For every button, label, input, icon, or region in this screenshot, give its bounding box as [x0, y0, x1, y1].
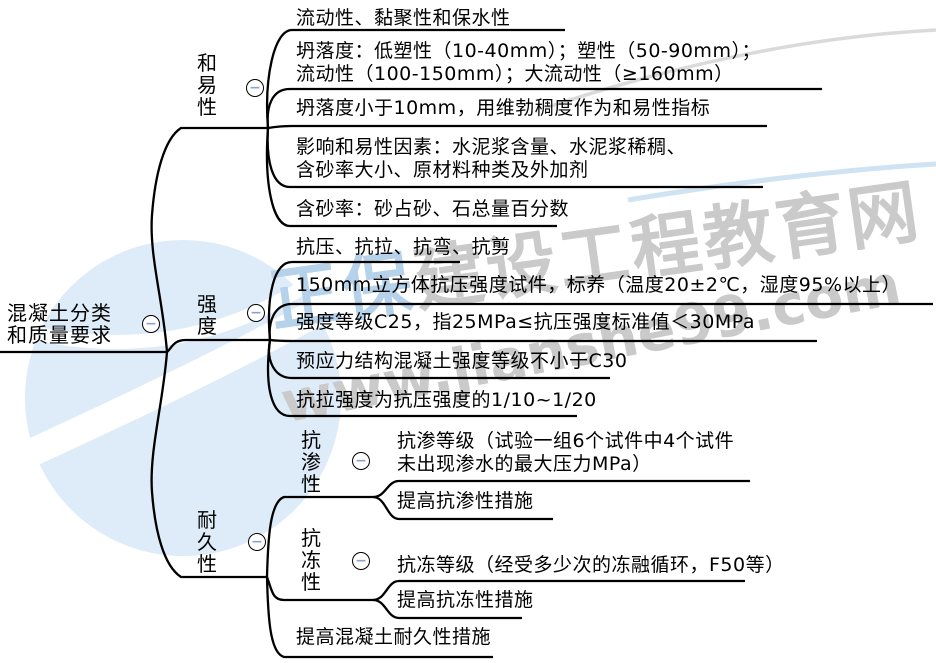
edge-strength-item3 [269, 338, 817, 343]
collapse-toggle-durability[interactable]: − [248, 533, 266, 551]
edge-root-durability [150, 351, 267, 579]
leaf-strength-3[interactable]: 强度等级C25，指25MPa≤抗压强度标准值＜30MPa [296, 311, 755, 333]
collapse-toggle-root[interactable]: − [142, 315, 160, 333]
edge-workability-item5 [265, 127, 557, 228]
edge-workability-item3 [267, 124, 767, 130]
leaf-workability-5[interactable]: 含砂率：砂占砂、石总量百分数 [296, 198, 570, 220]
collapse-toggle-workability[interactable]: − [246, 79, 264, 97]
leaf-frost-2[interactable]: 提高抗冻性措施 [397, 589, 534, 611]
branch-workability[interactable]: 和易性 [197, 51, 217, 119]
edge-root-workability [150, 126, 268, 353]
leaf-strength-4[interactable]: 预应力结构混凝土强度等级不小于C30 [296, 350, 628, 372]
edge-workability-item1 [266, 28, 565, 129]
collapse-toggle-frost[interactable]: − [352, 552, 370, 570]
root-node[interactable]: 混凝土分类 和质量要求 [7, 301, 112, 347]
leaf-workability-3[interactable]: 坍落度小于10mm，用维勃稠度作为和易性指标 [296, 97, 711, 119]
collapse-toggle-impermeability[interactable]: − [352, 452, 370, 470]
watermark-logo-swoosh-icon [14, 285, 349, 471]
leaf-strength-5[interactable]: 抗拉强度为抗压强度的1/10~1/20 [296, 389, 597, 411]
branch-strength[interactable]: 强度 [197, 292, 217, 338]
leaf-strength-1[interactable]: 抗压、抗拉、抗弯、抗剪 [296, 236, 511, 258]
minus-icon: − [355, 452, 367, 469]
watermark-logo-swoosh2-icon [26, 266, 331, 349]
watermark-swoosh-blue-icon [627, 161, 936, 203]
subbranch-frost[interactable]: 抗冻性 [301, 526, 321, 594]
leaf-impermeability-2[interactable]: 提高抗渗性措施 [397, 490, 534, 512]
leaf-workability-1[interactable]: 流动性、黏聚性和保水性 [296, 7, 511, 29]
minus-icon: − [249, 79, 261, 96]
minus-icon: − [145, 315, 157, 332]
leaf-durability-measures[interactable]: 提高混凝土耐久性措施 [296, 626, 492, 648]
leaf-workability-4[interactable]: 影响和易性因素：水泥浆含量、水泥浆稀稠、 含砂率大小、原材料种类及外加剂 [296, 136, 687, 181]
leaf-frost-1[interactable]: 抗冻等级（经受多少次的冻融循环，F50等） [397, 554, 785, 576]
edge-workability-item2 [266, 87, 822, 129]
branch-durability[interactable]: 耐久性 [197, 508, 217, 576]
leaf-workability-2[interactable]: 坍落度：低塑性（10-40mm）；塑性（50-90mm）； 流动性（100-15… [296, 40, 761, 85]
leaf-strength-2[interactable]: 150mm立方体抗压强度试件，标养（温度20±2℃，湿度95%以上） [296, 274, 902, 296]
leaf-impermeability-1[interactable]: 抗渗等级（试验一组6个试件中4个试件 未出现渗水的最大压力MPa） [397, 430, 735, 475]
edge-durability-impermeability [265, 495, 373, 578]
edge-impermeability-item1 [372, 479, 750, 499]
minus-icon: − [250, 304, 262, 321]
edge-strength-item5 [266, 339, 577, 418]
edge-durability-measures [265, 576, 493, 659]
edge-impermeability-item2 [372, 495, 553, 521]
subbranch-impermeability[interactable]: 抗渗性 [301, 428, 321, 496]
edge-frost-item1 [372, 579, 745, 602]
edge-strength-item2 [268, 302, 933, 341]
minus-icon: − [251, 533, 263, 550]
edge-frost-item2 [372, 598, 522, 620]
minus-icon: − [355, 552, 367, 569]
edge-durability-frost [265, 576, 373, 602]
edge-root-strength [166, 338, 270, 353]
collapse-toggle-strength[interactable]: − [247, 304, 265, 322]
